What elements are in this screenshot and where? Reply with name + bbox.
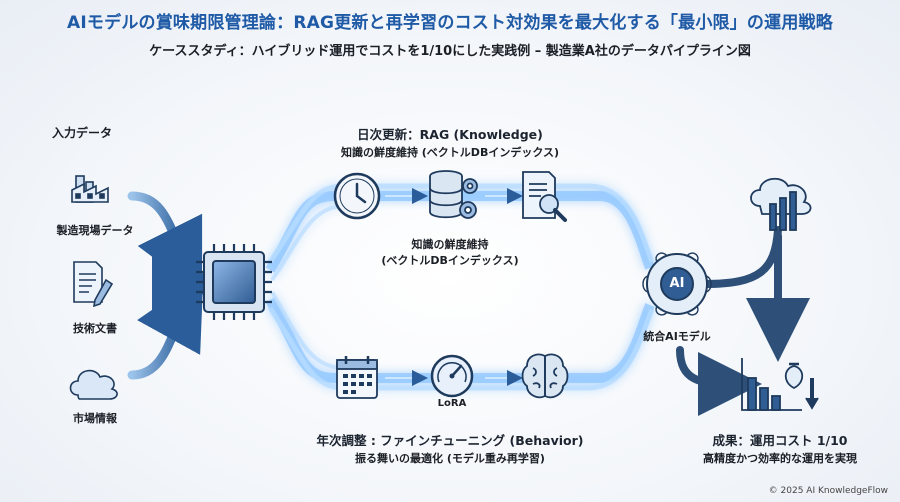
brain-icon <box>521 353 569 399</box>
document-search-icon <box>522 171 567 222</box>
flow-arrows <box>385 188 523 386</box>
yearly-title: 年次調整 : ファインチューニング (Behavior) <box>316 433 584 448</box>
ai-brain-icon <box>642 252 712 316</box>
clock-icon <box>333 172 381 220</box>
calendar-icon <box>336 356 378 399</box>
input-label-factory: 製造現場データ <box>56 224 134 237</box>
gauge-icon <box>430 354 474 398</box>
cpu-chip-icon <box>196 244 272 320</box>
cost-chart-icon <box>741 358 819 411</box>
lora-label: LoRA <box>437 398 467 409</box>
yearly-subtitle: 振る舞いの最適化 (モデル重み再学習) <box>355 452 545 465</box>
result-title: 成果：運用コスト 1/10 <box>712 433 848 448</box>
input-arrows <box>127 191 224 380</box>
daily-mid-label-2: (ベクトルDBインデックス) <box>381 254 519 267</box>
cloud-icon <box>69 369 118 400</box>
document-pen-icon <box>73 261 114 308</box>
footer-copyright: © 2025 AI KnowledgeFlow <box>768 486 888 496</box>
input-label-docs: 技術文書 <box>73 322 117 335</box>
input-heading: 入力データ <box>52 126 113 140</box>
model-label: 統合AIモデル <box>643 330 711 343</box>
daily-title: 日次更新：RAG (Knowledge) <box>357 127 543 142</box>
daily-subtitle: 知識の鮮度維持 (ベクトルDBインデックス) <box>340 146 560 159</box>
output-arrows <box>676 226 810 416</box>
factory-icon <box>71 175 109 203</box>
ai-badge: AI <box>669 276 685 291</box>
result-subtitle: 高精度かつ効率的な運用を実現 <box>703 452 857 465</box>
page-title: AIモデルの賞味期限管理論：RAG更新と再学習のコスト対効果を最大化する「最小限… <box>67 13 833 33</box>
daily-mid-label-1: 知識の鮮度維持 <box>411 238 489 251</box>
page-subtitle: ケーススタディ：ハイブリッド運用でコストを1/10にした実践例 – 製造業A社の… <box>149 44 751 59</box>
cloud-chart-icon <box>750 177 812 231</box>
database-gear-icon <box>429 170 478 219</box>
input-label-market: 市場情報 <box>73 412 117 425</box>
